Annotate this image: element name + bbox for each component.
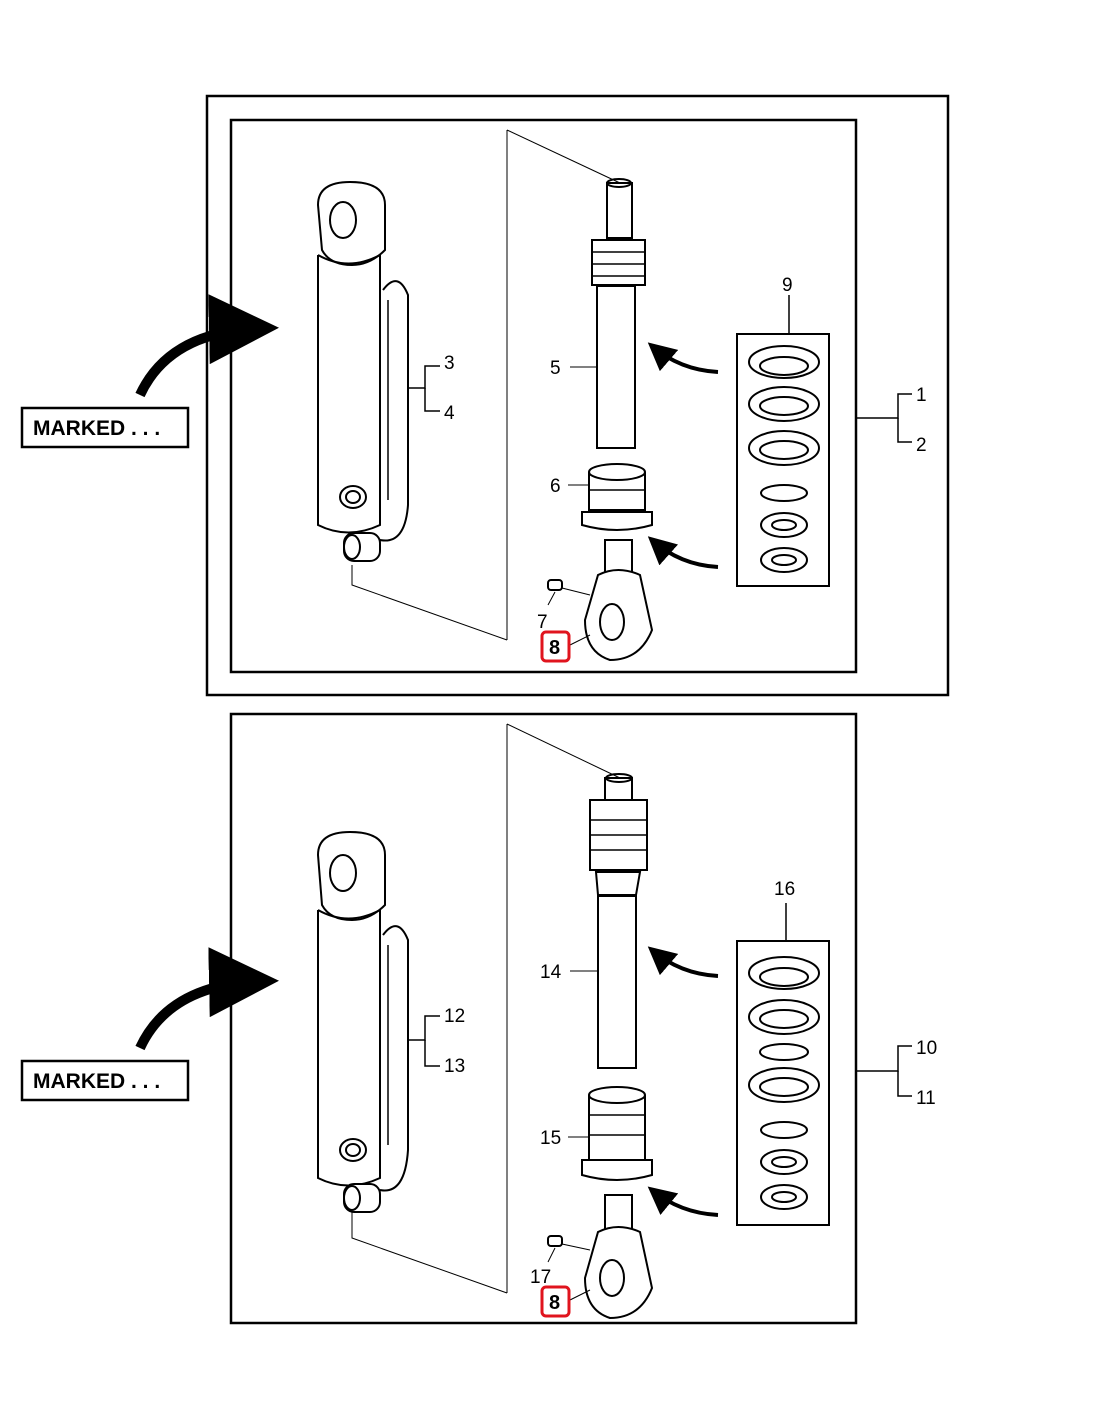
callout-15: 15 bbox=[540, 1128, 561, 1149]
callout-10: 10 bbox=[916, 1038, 937, 1059]
highlight-box bbox=[540, 1285, 571, 1318]
highlight-box bbox=[540, 630, 571, 663]
curved-arrow-icon bbox=[647, 536, 719, 569]
callout-1: 1 bbox=[916, 385, 927, 406]
piston-rod-icon bbox=[591, 178, 646, 449]
curved-arrow-icon bbox=[647, 1186, 719, 1217]
callout-11: 11 bbox=[916, 1088, 936, 1109]
callout-12: 12 bbox=[444, 1006, 465, 1027]
marked-box bbox=[20, 406, 190, 449]
callout-8: 8 bbox=[549, 1292, 560, 1314]
callout-3: 3 bbox=[444, 353, 455, 374]
callout-13: 13 bbox=[444, 1056, 465, 1077]
piston-rod-icon bbox=[589, 773, 648, 1069]
curved-arrow-icon bbox=[647, 946, 719, 978]
top-outer-frame bbox=[205, 94, 950, 697]
callout-17: 17 bbox=[530, 1267, 551, 1288]
marked-label: MARKED . . . bbox=[33, 417, 160, 440]
bottom-frame bbox=[229, 712, 858, 1325]
rod-eye-icon bbox=[583, 1194, 654, 1320]
hydraulic-cylinder-icon bbox=[316, 830, 409, 1213]
top-inner-frame bbox=[229, 118, 858, 674]
marked-label: MARKED . . . bbox=[33, 1070, 160, 1093]
callout-5: 5 bbox=[550, 358, 561, 379]
callout-9: 9 bbox=[782, 275, 793, 296]
curved-arrow-icon bbox=[135, 294, 279, 398]
seal-kit-icon bbox=[736, 940, 830, 1226]
top-figure bbox=[20, 94, 950, 697]
hydraulic-cylinder-icon bbox=[316, 180, 409, 562]
callout-14: 14 bbox=[540, 962, 562, 983]
callout-7: 7 bbox=[537, 612, 548, 633]
bottom-figure bbox=[20, 712, 912, 1325]
grease-fitting-icon bbox=[547, 1235, 591, 1251]
callout-8: 8 bbox=[549, 637, 560, 659]
callout-4: 4 bbox=[444, 403, 455, 424]
curved-arrow-icon bbox=[135, 947, 279, 1051]
piston-icon bbox=[581, 463, 653, 531]
piston-icon bbox=[581, 1086, 653, 1181]
callout-16: 16 bbox=[774, 879, 795, 900]
callout-2: 2 bbox=[916, 435, 927, 456]
curved-arrow-icon bbox=[647, 342, 719, 374]
callout-6: 6 bbox=[550, 476, 561, 497]
rod-eye-icon bbox=[583, 539, 654, 662]
marked-box bbox=[20, 1059, 190, 1102]
grease-fitting-icon bbox=[547, 579, 591, 596]
top-leader-line bbox=[506, 129, 621, 184]
seal-kit-icon bbox=[736, 333, 830, 587]
